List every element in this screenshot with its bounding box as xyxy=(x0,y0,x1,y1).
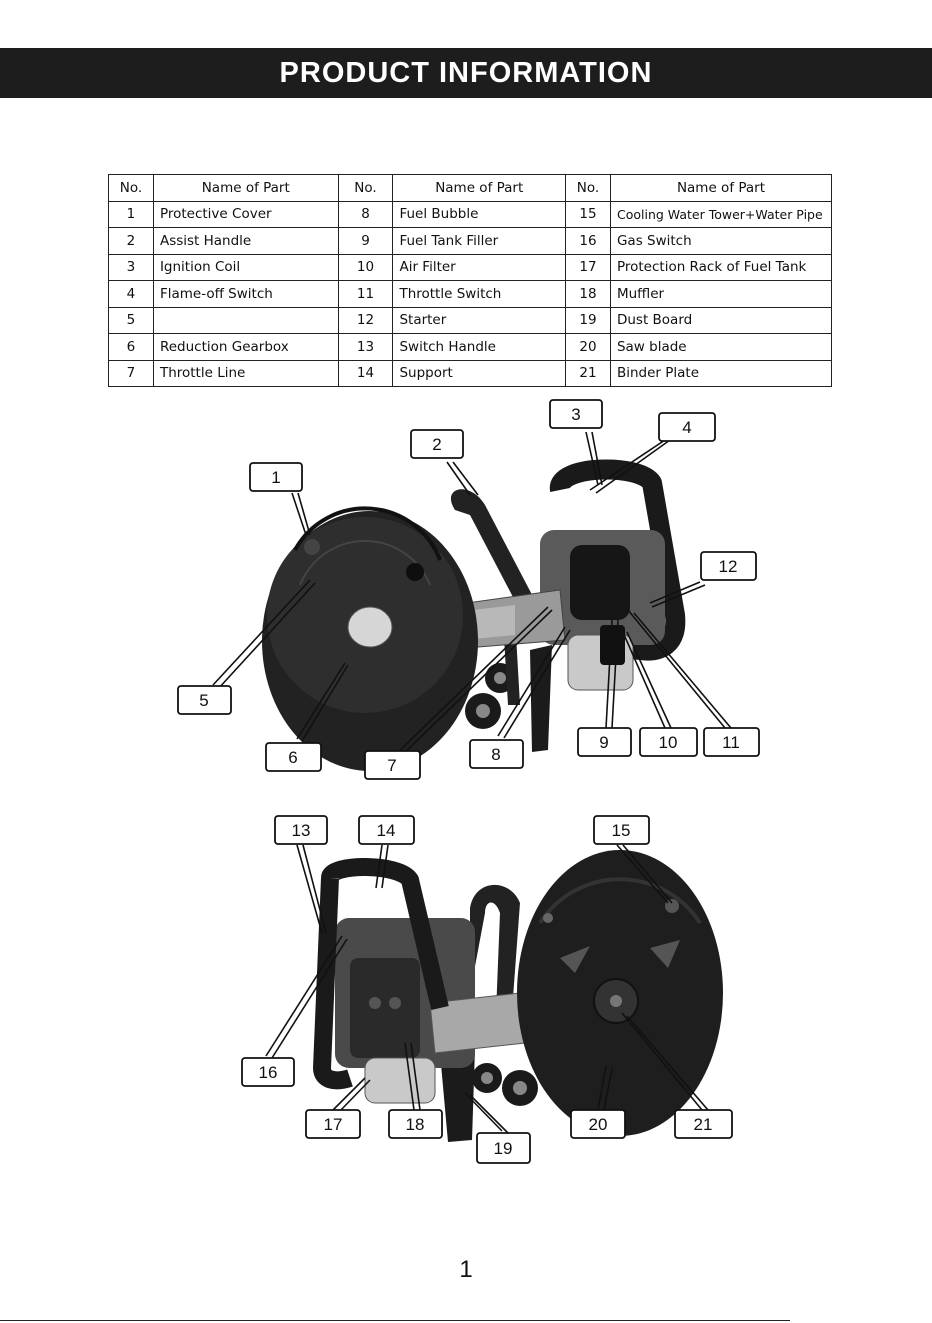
column-header: Name of Part xyxy=(393,175,566,202)
part-number: 10 xyxy=(338,254,393,281)
page-number: 1 xyxy=(0,1256,932,1284)
part-number: 11 xyxy=(338,281,393,308)
callout-label: 20 xyxy=(589,1115,608,1134)
part-number: 4 xyxy=(109,281,154,308)
part-name: Starter xyxy=(393,307,566,334)
part-number: 12 xyxy=(338,307,393,334)
callout-label: 6 xyxy=(288,748,297,767)
callout-label: 10 xyxy=(659,733,678,752)
callout-label: 12 xyxy=(719,557,738,576)
part-name: Dust Board xyxy=(610,307,831,334)
callout-label: 5 xyxy=(199,691,208,710)
callout-label: 7 xyxy=(387,756,396,775)
column-header: Name of Part xyxy=(153,175,338,202)
part-name: Throttle Switch xyxy=(393,281,566,308)
saw-front-view-figure: 1 2 3 4 5 6 7 8 9 10 11 12 xyxy=(0,395,932,785)
part-name: Flame-off Switch xyxy=(153,281,338,308)
part-name: Fuel Bubble xyxy=(393,201,566,228)
part-number: 14 xyxy=(338,360,393,387)
callout-label: 2 xyxy=(432,435,441,454)
part-name: Saw blade xyxy=(610,334,831,361)
part-name: Assist Handle xyxy=(153,228,338,255)
callout-label: 3 xyxy=(571,405,580,424)
part-number: 8 xyxy=(338,201,393,228)
part-number: 3 xyxy=(109,254,154,281)
callout-label: 8 xyxy=(491,745,500,764)
callout-label: 13 xyxy=(292,821,311,840)
part-number: 6 xyxy=(109,334,154,361)
part-name: Muffler xyxy=(610,281,831,308)
part-name: Air Filter xyxy=(393,254,566,281)
part-number: 18 xyxy=(566,281,611,308)
callout-label: 14 xyxy=(377,821,396,840)
part-number: 5 xyxy=(109,307,154,334)
page-title: PRODUCT INFORMATION xyxy=(280,57,653,90)
part-name: Binder Plate xyxy=(610,360,831,387)
part-name: Protection Rack of Fuel Tank xyxy=(610,254,831,281)
column-header: No. xyxy=(338,175,393,202)
part-name: Fuel Tank Filler xyxy=(393,228,566,255)
callout-label: 15 xyxy=(612,821,631,840)
callout-label: 11 xyxy=(722,733,740,752)
part-number: 16 xyxy=(566,228,611,255)
callout-label: 16 xyxy=(259,1063,278,1082)
part-number: 9 xyxy=(338,228,393,255)
part-number: 2 xyxy=(109,228,154,255)
part-number: 13 xyxy=(338,334,393,361)
part-number: 21 xyxy=(566,360,611,387)
saw-rear-view-illustration: 13 14 15 16 17 18 19 20 21 xyxy=(0,808,932,1170)
part-name: Gas Switch xyxy=(610,228,831,255)
part-number: 17 xyxy=(566,254,611,281)
footer-divider xyxy=(0,1320,790,1321)
part-name: Support xyxy=(393,360,566,387)
part-name xyxy=(153,307,338,334)
callout-label: 9 xyxy=(599,733,608,752)
table-header-row: No. Name of Part No. Name of Part No. Na… xyxy=(109,175,832,202)
part-number: 15 xyxy=(566,201,611,228)
callout-label: 18 xyxy=(406,1115,425,1134)
saw-rear-view-figure: 13 14 15 16 17 18 19 20 21 xyxy=(0,808,932,1170)
callout-label: 1 xyxy=(271,468,280,487)
column-header: No. xyxy=(109,175,154,202)
column-header: Name of Part xyxy=(610,175,831,202)
part-number: 19 xyxy=(566,307,611,334)
callout-label: 19 xyxy=(494,1139,513,1158)
part-name: Throttle Line xyxy=(153,360,338,387)
part-name: Reduction Gearbox xyxy=(153,334,338,361)
part-name: Cooling Water Tower+Water Pipe xyxy=(610,201,831,228)
saw-front-view-illustration: 1 2 3 4 5 6 7 8 9 10 11 12 xyxy=(0,395,932,785)
callout-label: 17 xyxy=(324,1115,343,1134)
callout-label: 21 xyxy=(694,1115,713,1134)
parts-table: No. Name of Part No. Name of Part No. Na… xyxy=(108,174,832,387)
column-header: No. xyxy=(566,175,611,202)
page-title-banner: PRODUCT INFORMATION xyxy=(0,48,932,98)
part-name: Switch Handle xyxy=(393,334,566,361)
callout-label: 4 xyxy=(682,418,691,437)
part-name: Protective Cover xyxy=(153,201,338,228)
part-number: 20 xyxy=(566,334,611,361)
part-name: Ignition Coil xyxy=(153,254,338,281)
part-number: 7 xyxy=(109,360,154,387)
part-number: 1 xyxy=(109,201,154,228)
